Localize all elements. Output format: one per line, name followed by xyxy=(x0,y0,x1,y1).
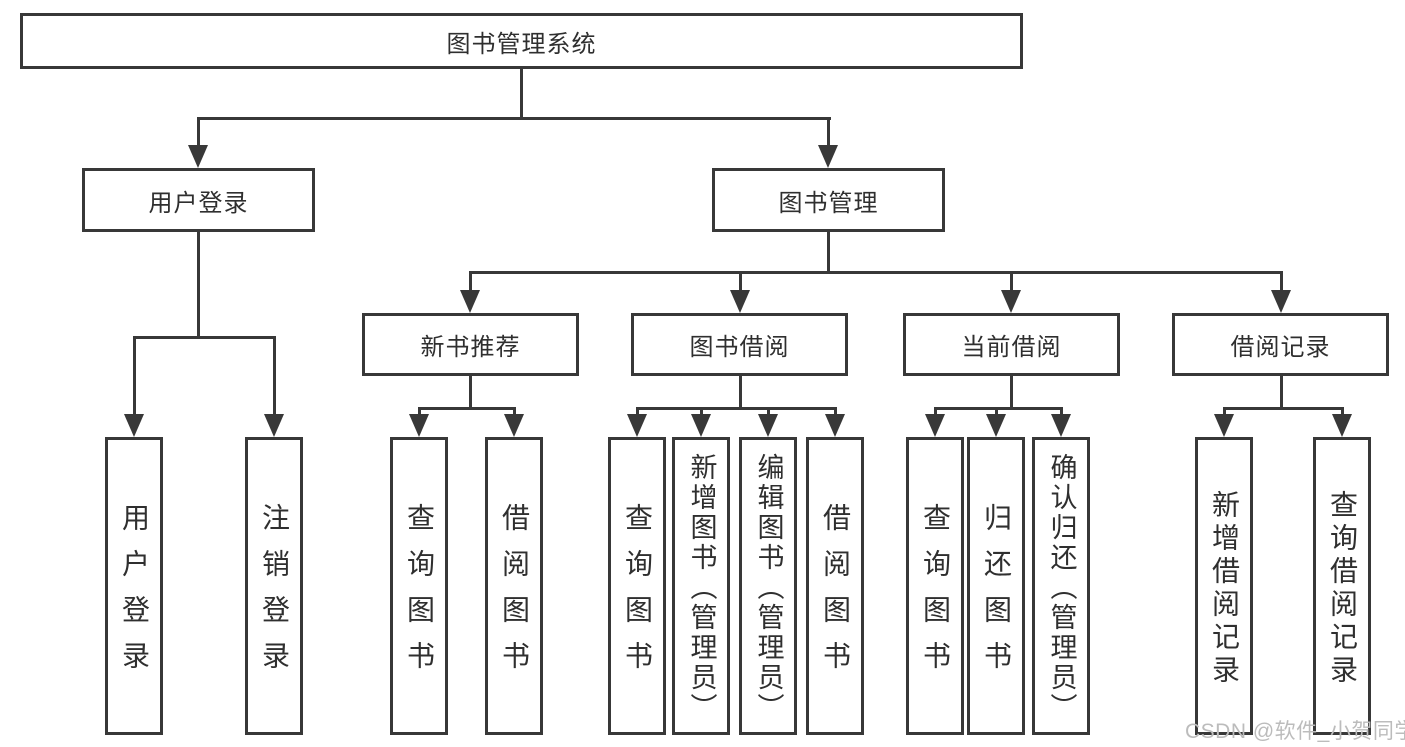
node-label: 借阅记录 xyxy=(1230,334,1331,361)
leaf-query-book-borrow: 查询图书 xyxy=(608,437,666,735)
leaf-query-book-recommend: 查询图书 xyxy=(390,437,448,735)
connector-vline xyxy=(197,232,200,336)
arrow-down-icon xyxy=(627,414,647,437)
connector-vline xyxy=(273,336,276,416)
leaf-label: 查询图书 xyxy=(920,503,951,687)
arrow-down-icon xyxy=(825,414,845,437)
leaf-label: 用户登录 xyxy=(119,503,150,687)
arrow-down-icon xyxy=(691,414,711,437)
leaf-label: 查询图书 xyxy=(622,503,653,687)
leaf-borrow-book: 借阅图书 xyxy=(806,437,864,735)
connector-hline xyxy=(133,336,276,339)
connector-vline xyxy=(700,407,703,417)
connector-vline xyxy=(513,407,516,417)
arrow-down-icon xyxy=(124,414,144,437)
connector-vline xyxy=(995,407,998,417)
node-borrow-record: 借阅记录 xyxy=(1172,313,1389,376)
leaf-label: 借阅图书 xyxy=(499,503,530,687)
connector-vline xyxy=(767,407,770,417)
arrow-down-icon xyxy=(986,414,1006,437)
arrow-down-icon xyxy=(188,145,208,168)
arrow-down-icon xyxy=(758,414,778,437)
connector-hline xyxy=(197,117,831,120)
leaf-query-book-current: 查询图书 xyxy=(906,437,964,735)
arrow-down-icon xyxy=(1001,290,1021,313)
arrow-down-icon xyxy=(504,414,524,437)
arrow-down-icon xyxy=(1271,290,1291,313)
leaf-label: 编辑图书（管理员） xyxy=(753,452,784,723)
arrow-down-icon xyxy=(925,414,945,437)
node-new-book-recommend: 新书推荐 xyxy=(362,313,579,376)
node-label: 当前借阅 xyxy=(961,334,1062,361)
connector-vline xyxy=(1223,407,1226,417)
connector-hline xyxy=(1223,407,1344,410)
connector-vline xyxy=(197,117,200,147)
connector-hline xyxy=(934,407,1063,410)
arrow-down-icon xyxy=(818,145,838,168)
node-book-management: 图书管理 xyxy=(712,168,945,232)
node-label: 用户登录 xyxy=(148,189,249,217)
connector-vline xyxy=(636,407,639,417)
arrow-down-icon xyxy=(1051,414,1071,437)
leaf-logout: 注销登录 xyxy=(245,437,303,735)
connector-vline xyxy=(834,407,837,417)
leaf-add-borrow-record: 新增借阅记录 xyxy=(1195,437,1253,735)
connector-vline xyxy=(827,232,830,271)
connector-hline xyxy=(469,271,1283,274)
node-label: 图书借阅 xyxy=(689,334,790,361)
connector-vline xyxy=(739,271,742,292)
connector-vline xyxy=(1341,407,1344,417)
connector-vline xyxy=(934,407,937,417)
node-user-login: 用户登录 xyxy=(82,168,315,232)
leaf-label: 归还图书 xyxy=(981,503,1012,687)
arrow-down-icon xyxy=(264,414,284,437)
connector-vline xyxy=(827,117,830,147)
connector-vline xyxy=(739,376,742,407)
csdn-watermark: CSDN @软件_小贺同学 xyxy=(1185,720,1405,743)
arrow-down-icon xyxy=(460,290,480,313)
connector-vline xyxy=(418,407,421,417)
arrow-down-icon xyxy=(1332,414,1352,437)
connector-vline xyxy=(1060,407,1063,417)
arrow-down-icon xyxy=(409,414,429,437)
leaf-label: 确认归还（管理员） xyxy=(1046,452,1077,723)
leaf-label: 注销登录 xyxy=(259,503,290,687)
connector-vline xyxy=(1010,271,1013,292)
connector-vline xyxy=(1280,271,1283,292)
node-label: 图书管理 xyxy=(778,189,879,217)
connector-vline xyxy=(1010,376,1013,407)
leaf-query-borrow-record: 查询借阅记录 xyxy=(1313,437,1371,735)
node-label: 新书推荐 xyxy=(420,334,521,361)
node-root-label: 图书管理系统 xyxy=(446,30,597,58)
connector-vline xyxy=(1280,376,1283,407)
connector-hline xyxy=(418,407,516,410)
connector-vline xyxy=(469,376,472,407)
leaf-borrow-book-recommend: 借阅图书 xyxy=(485,437,543,735)
leaf-label: 查询图书 xyxy=(404,503,435,687)
leaf-label: 新增图书（管理员） xyxy=(686,452,717,723)
leaf-edit-book-admin: 编辑图书（管理员） xyxy=(739,437,797,735)
leaf-return-book: 归还图书 xyxy=(967,437,1025,735)
leaf-user-login: 用户登录 xyxy=(105,437,163,735)
connector-vline xyxy=(520,69,523,117)
connector-hline xyxy=(636,407,837,410)
leaf-label: 新增借阅记录 xyxy=(1209,489,1240,688)
connector-vline xyxy=(133,336,136,416)
connector-vline xyxy=(469,271,472,292)
node-root: 图书管理系统 xyxy=(20,13,1023,69)
node-book-borrow: 图书借阅 xyxy=(631,313,848,376)
arrow-down-icon xyxy=(730,290,750,313)
arrow-down-icon xyxy=(1214,414,1234,437)
leaf-label: 借阅图书 xyxy=(820,503,851,687)
leaf-label: 查询借阅记录 xyxy=(1327,489,1358,688)
node-current-borrow: 当前借阅 xyxy=(903,313,1120,376)
leaf-add-book-admin: 新增图书（管理员） xyxy=(672,437,730,735)
leaf-confirm-return-admin: 确认归还（管理员） xyxy=(1032,437,1090,735)
